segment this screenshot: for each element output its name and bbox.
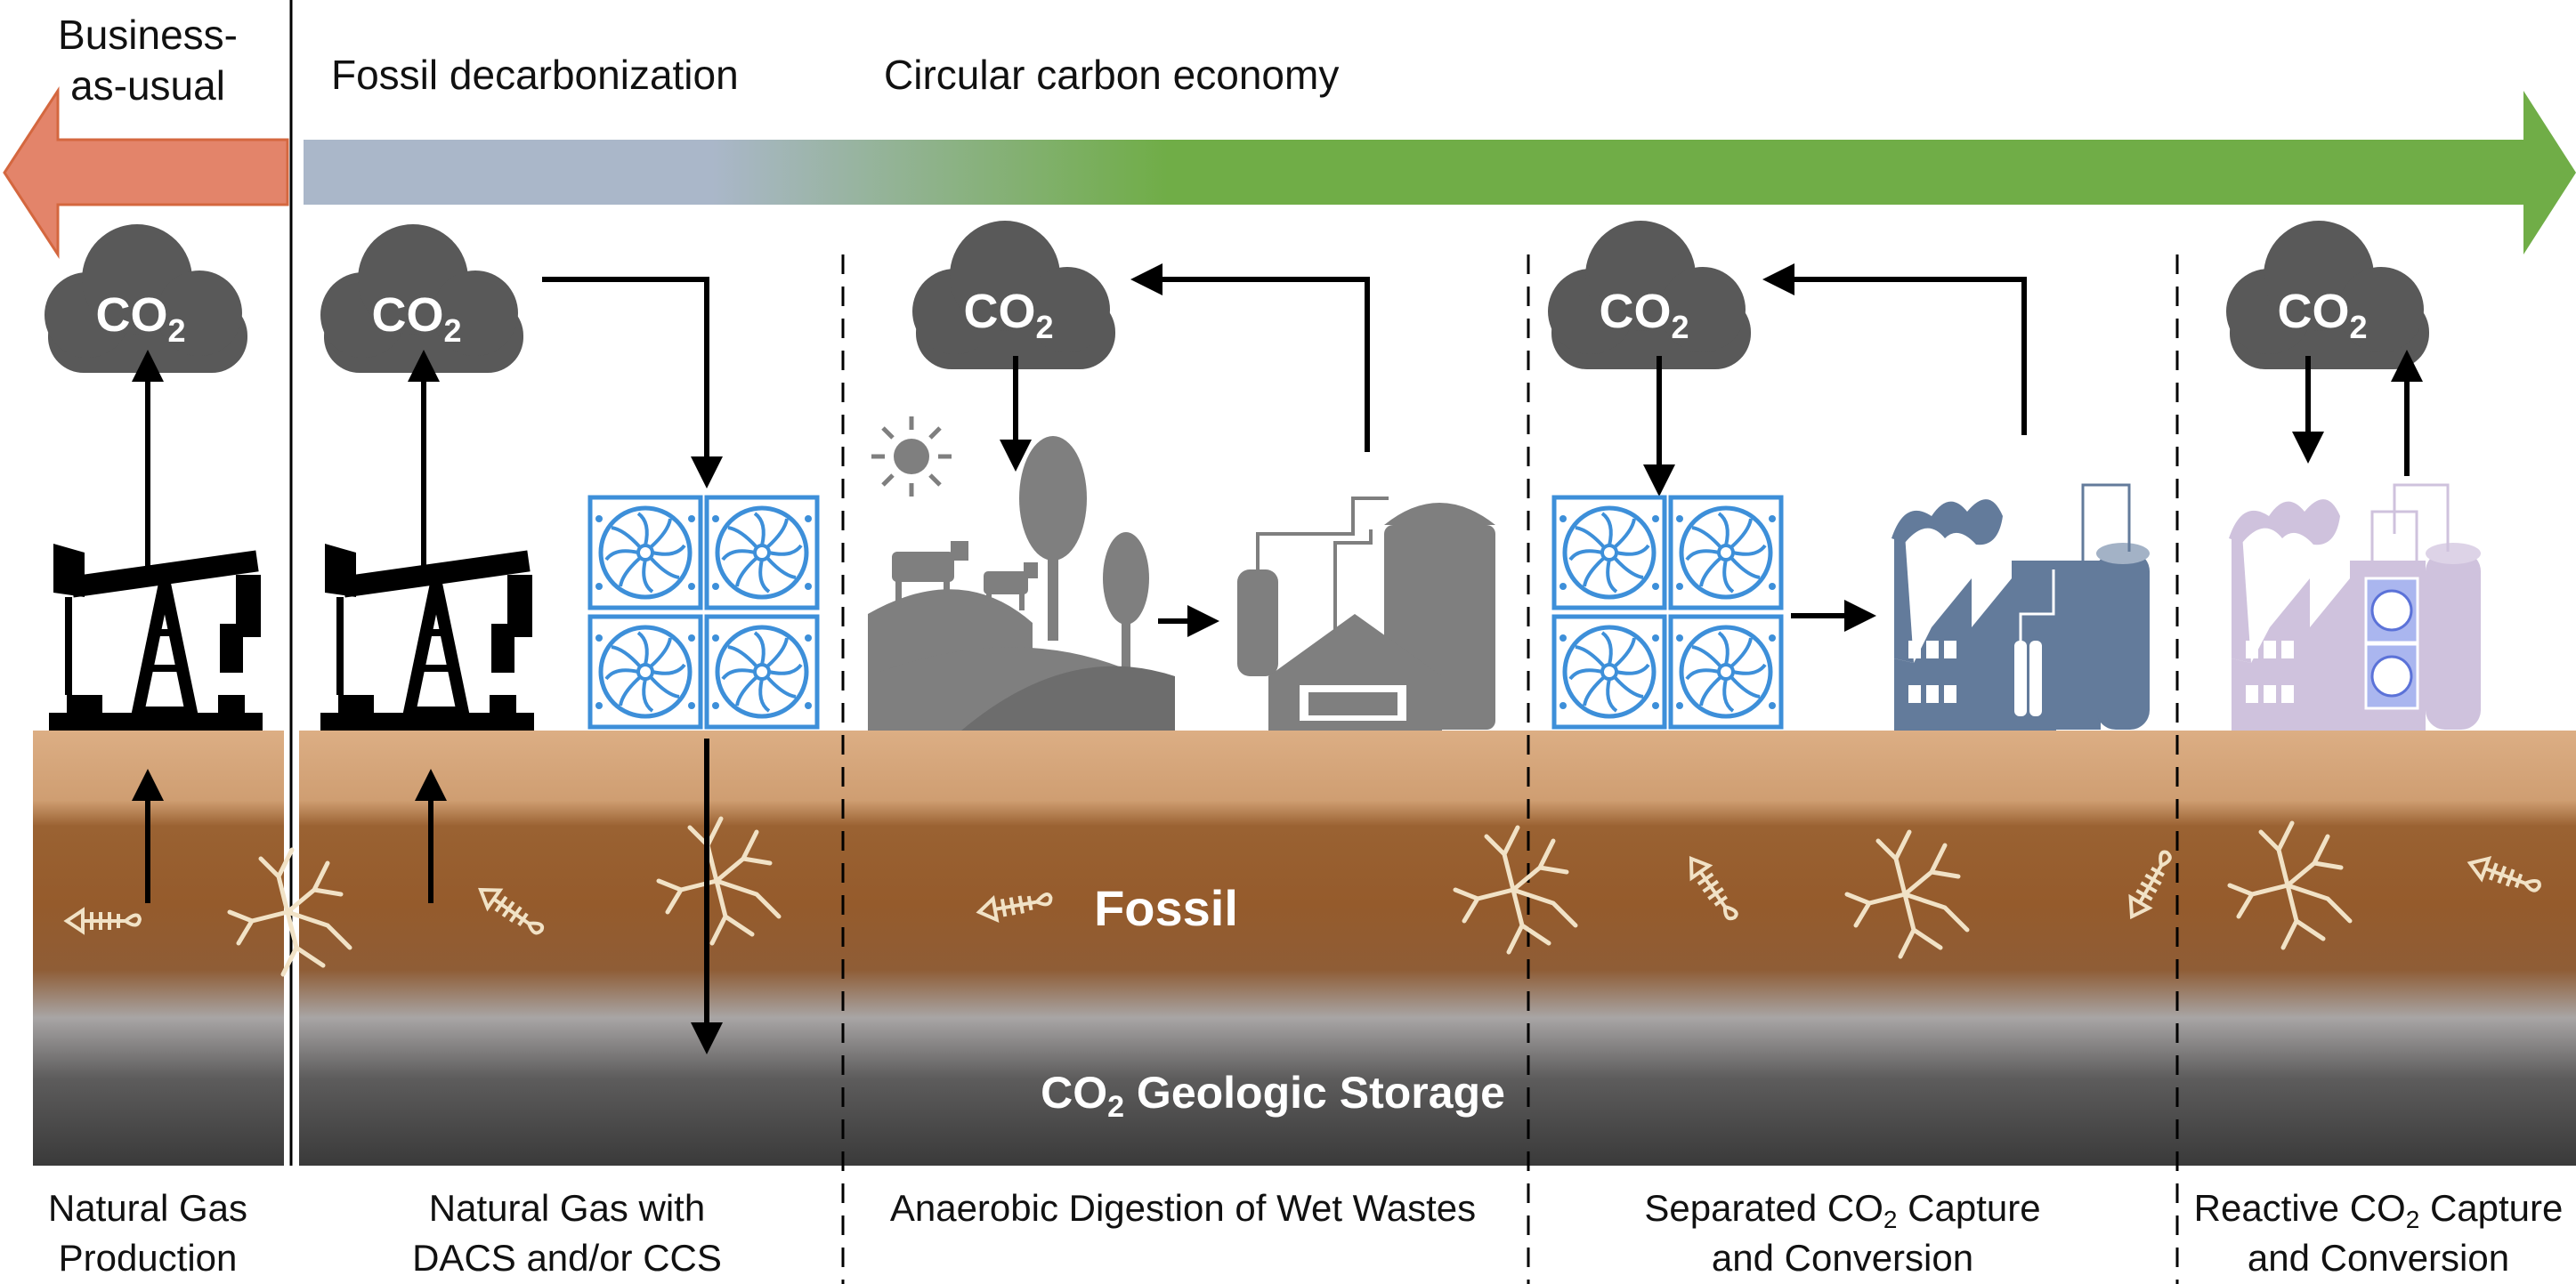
- tree-icon: [1103, 532, 1149, 625]
- tree-icon: [1019, 436, 1087, 561]
- co2-cloud-icon: CO2: [2226, 221, 2429, 369]
- column-label-anaerobic-digestion: Anaerobic Digestion of Wet Wastes: [890, 1187, 1476, 1229]
- column-label-reactive-capture-line2: and Conversion: [2248, 1237, 2509, 1279]
- column-label-dacs-ccs-line1: Natural Gas with: [429, 1187, 705, 1229]
- fossil-layer-label: Fossil: [1094, 880, 1238, 936]
- co2-cloud-icon: CO2: [912, 221, 1115, 369]
- direct-air-capture-fans-icon: [1554, 497, 1781, 727]
- column-label-natural-gas-line1: Natural Gas: [48, 1187, 247, 1229]
- column-label-separated-capture-line1: Separated CO2 Capture: [1644, 1187, 2040, 1233]
- business-as-usual-label-line1: Business-: [58, 12, 238, 58]
- svg-text:CO2: CO2: [95, 288, 185, 349]
- farm-biomass-icon: [868, 416, 1175, 731]
- co2-cloud-icon: CO2: [320, 224, 523, 373]
- pumpjack-icon: [320, 544, 534, 731]
- reactive-capture-factory-icon: [2229, 483, 2481, 731]
- svg-text:CO2: CO2: [2277, 285, 2367, 345]
- business-as-usual-arrow: [3, 85, 289, 260]
- column-label-dacs-ccs-line2: DACS and/or CCS: [412, 1237, 722, 1279]
- pumpjack-icon: [49, 544, 263, 731]
- anaerobic-digester-icon: [1237, 497, 1495, 731]
- circular-carbon-economy-label: Circular carbon economy: [884, 52, 1339, 98]
- cow-icon: [892, 541, 968, 603]
- ground-layers-left: [33, 731, 284, 1166]
- small-capture-fan-icon: [2364, 642, 2419, 710]
- arrow-capture-to-dac: [542, 277, 723, 489]
- co2-cloud-icon: CO2: [1548, 221, 1751, 369]
- svg-text:CO2: CO2: [963, 285, 1053, 345]
- sun-icon: [871, 416, 952, 497]
- direct-air-capture-fans-icon: [590, 497, 817, 727]
- svg-text:CO2: CO2: [1599, 285, 1689, 345]
- co2-cloud-icon: CO2: [45, 224, 247, 373]
- conversion-factory-icon: [1891, 483, 2150, 731]
- column-label-separated-capture-line2: and Conversion: [1712, 1237, 1973, 1279]
- decarbonization-progress-arrow: [304, 91, 2576, 254]
- ground-layers: [299, 731, 2576, 1166]
- column-label-reactive-capture-line1: Reactive CO2 Capture: [2194, 1187, 2564, 1233]
- small-capture-fan-icon: [2364, 577, 2419, 644]
- arrow-return-emission: [1130, 263, 1370, 452]
- column-label-natural-gas-line2: Production: [59, 1237, 238, 1279]
- svg-text:CO2: CO2: [371, 288, 461, 349]
- flow-arrows: [132, 263, 2423, 1054]
- business-as-usual-label-line2: as-usual: [70, 62, 225, 109]
- geologic-storage-label: CO2 Geologic Storage: [1041, 1068, 1505, 1124]
- cow-icon: [984, 562, 1038, 610]
- fossil-decarbonization-label: Fossil decarbonization: [331, 52, 739, 98]
- arrow-return-emission: [1762, 263, 2027, 435]
